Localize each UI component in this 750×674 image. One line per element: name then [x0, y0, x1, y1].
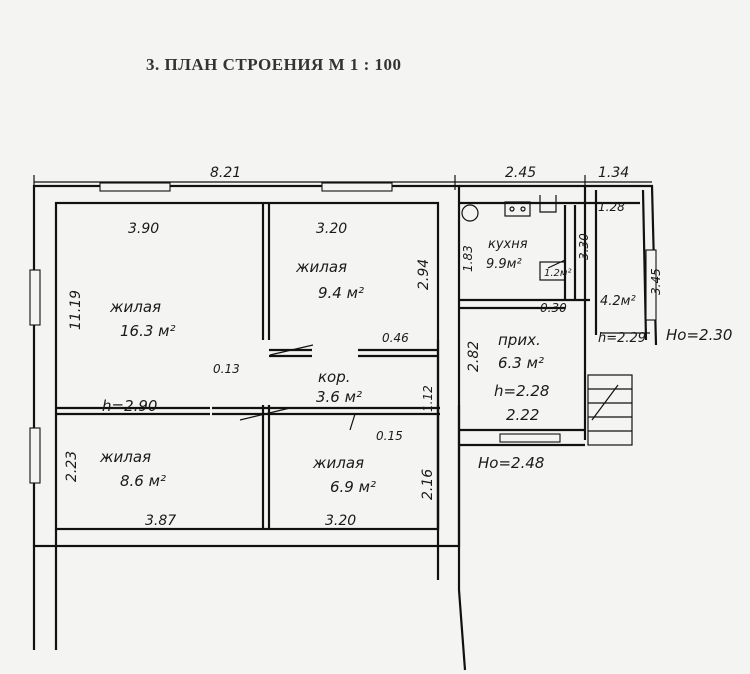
dim-room1-depth: 11.19 — [68, 290, 84, 330]
dim-room1-width: 3.90 — [128, 221, 159, 237]
dim-wall-046: 0.46 — [382, 331, 409, 345]
dim-kitchen-right: 3.30 — [577, 233, 591, 260]
hall-height: h=2.28 — [494, 382, 549, 400]
fixture-icon — [539, 195, 557, 213]
corridor-area: 3.6 м² — [316, 388, 362, 406]
kitchen-fixtures — [461, 195, 557, 222]
corridor-label: кор. — [318, 368, 351, 386]
ho-right: Hо=2.30 — [666, 326, 732, 344]
doors — [239, 259, 566, 431]
dim-veranda-width: 1.28 — [598, 200, 625, 214]
kitchen-label: кухня — [488, 237, 528, 252]
hall-height-2: 2.22 — [506, 406, 539, 424]
main-building-walls — [32, 184, 658, 548]
dim-wall-015: 0.15 — [376, 429, 403, 443]
plan-title: 3. ПЛАН СТРОЕНИЯ М 1 : 100 — [146, 55, 402, 74]
hall-area: 6.3 м² — [498, 354, 544, 372]
dim-wall-013: 0.13 — [213, 362, 240, 376]
room4-area: 6.9 м² — [330, 478, 376, 496]
room2-label: жилая — [295, 258, 347, 276]
veranda-height: h=2.29 — [598, 331, 646, 346]
bath-area: 1.2м² — [544, 268, 571, 279]
room2-area: 9.4 м² — [318, 284, 364, 302]
windows — [29, 182, 657, 484]
room3-area: 8.6 м² — [120, 472, 166, 490]
room3-label: жилая — [99, 448, 151, 466]
main-height: h=2.90 — [102, 397, 157, 415]
internal-partitions — [32, 203, 467, 671]
dim-top-right-1: 2.45 — [505, 165, 536, 181]
room1-area: 16.3 м² — [120, 322, 176, 340]
dim-corridor-depth: 1.12 — [421, 385, 435, 412]
room1-label: жилая — [109, 298, 161, 316]
dim-bottom-right-width: 3.20 — [325, 513, 356, 529]
dim-room4-depth: 2.16 — [420, 469, 436, 500]
dim-kitchen-depth: 1.83 — [461, 245, 475, 272]
kitchen-area: 9.9м² — [486, 257, 522, 272]
dim-room2-depth: 2.94 — [416, 259, 432, 290]
dim-bottom-left-width: 3.87 — [145, 513, 176, 529]
dim-veranda-depth: 3.45 — [649, 268, 663, 295]
dim-room2-width: 3.20 — [316, 221, 347, 237]
dim-top-right-2: 1.34 — [598, 165, 629, 181]
stove-icon — [504, 201, 531, 217]
stairs — [587, 374, 633, 446]
dim-room3-depth: 2.23 — [64, 451, 80, 482]
dim-hall-depth: 2.82 — [466, 341, 482, 372]
room4-label: жилая — [312, 454, 364, 472]
ho-bottom: Hо=2.48 — [478, 454, 544, 472]
veranda-area: 4.2м² — [600, 294, 636, 309]
sink-icon — [461, 204, 479, 222]
hall-label: прих. — [498, 331, 541, 349]
dim-top-total: 8.21 — [210, 165, 241, 181]
dim-wall-030: 0.30 — [540, 301, 567, 315]
